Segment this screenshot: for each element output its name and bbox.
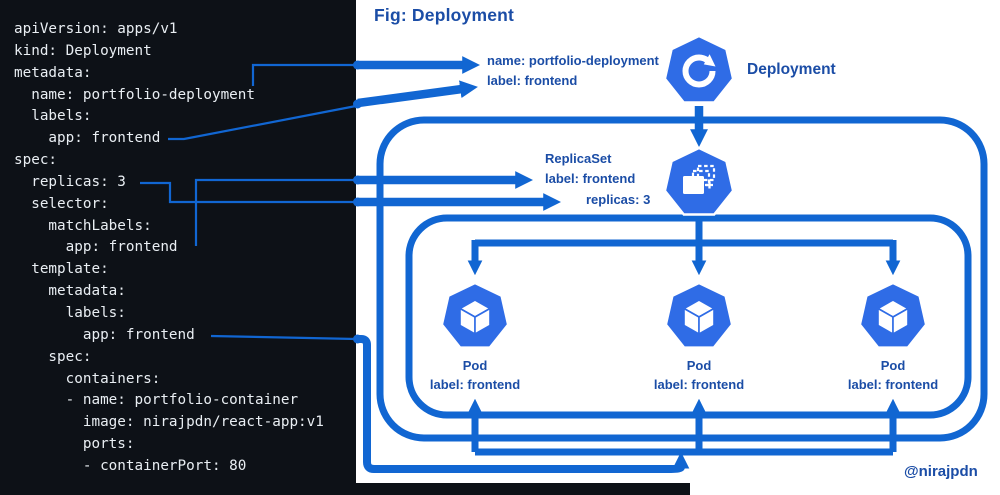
replicaset-icon bbox=[663, 146, 735, 216]
pod-caption: Pod label: frontend bbox=[813, 356, 973, 394]
code-line: apiVersion: apps/v1 bbox=[14, 21, 178, 37]
pod-icon bbox=[440, 281, 510, 349]
code-line: ports: bbox=[14, 436, 135, 453]
code-line: metadata: bbox=[14, 64, 92, 81]
code-line: app: frontend bbox=[14, 326, 195, 343]
yaml-code-panel: apiVersion: apps/v1 kind: Deployment met… bbox=[0, 0, 356, 495]
pod-caption-title: Pod bbox=[462, 358, 488, 373]
replicaset-annotation: ReplicaSet label: frontend bbox=[545, 149, 635, 189]
deployment-icon bbox=[663, 34, 735, 104]
code-line: template: bbox=[14, 261, 109, 278]
code-line: name: portfolio-deployment bbox=[14, 86, 256, 103]
yaml-leader-lines bbox=[140, 63, 357, 341]
code-line: kind: Deployment bbox=[14, 42, 152, 59]
panel-bottom-strip bbox=[356, 483, 690, 495]
pod-icon bbox=[664, 281, 734, 349]
replicaset-boundary-box bbox=[405, 214, 972, 419]
pod-caption-title: Pod bbox=[880, 358, 906, 373]
code-line: matchLabels: bbox=[14, 217, 152, 234]
code-line: spec: bbox=[14, 348, 92, 365]
replicaset-annotation-label: label: frontend bbox=[545, 171, 636, 186]
deployment-annotation-label: label: frontend bbox=[487, 73, 578, 88]
deployment-annotation-name: name: portfolio-deployment bbox=[487, 53, 659, 68]
code-line: image: nirajpdn/react-app:v1 bbox=[14, 414, 324, 431]
code-line: containers: bbox=[14, 370, 161, 387]
deployment-caption: Deployment bbox=[747, 61, 836, 78]
code-line: spec: bbox=[14, 152, 58, 169]
label-selector-bus bbox=[357, 335, 901, 473]
deployment-boundary-box bbox=[376, 116, 988, 442]
pod-icon bbox=[858, 281, 928, 349]
replicaset-to-pods-arrows bbox=[467, 216, 901, 276]
code-line: - containerPort: 80 bbox=[14, 457, 247, 474]
code-line: selector: bbox=[14, 195, 109, 212]
template-label-feedback-line bbox=[357, 335, 690, 473]
code-line: app: frontend bbox=[14, 130, 161, 147]
code-line: replicas: 3 bbox=[14, 173, 126, 190]
replicaset-annotation-title: ReplicaSet bbox=[545, 151, 612, 166]
author-watermark: @nirajpdn bbox=[904, 463, 978, 480]
deployment-annotation: name: portfolio-deployment label: fronte… bbox=[487, 51, 659, 91]
code-line: metadata: bbox=[14, 283, 126, 300]
code-line: labels: bbox=[14, 304, 126, 321]
pod-caption-title: Pod bbox=[686, 358, 712, 373]
code-line: app: frontend bbox=[14, 239, 178, 256]
replicas-caption: replicas: 3 bbox=[586, 192, 651, 207]
pod-caption-label: label: frontend bbox=[847, 377, 939, 392]
figure-title: Fig: Deployment bbox=[374, 5, 515, 25]
annotation-arrows bbox=[357, 56, 562, 211]
pod-caption-label: label: frontend bbox=[653, 377, 745, 392]
pod-caption: Pod label: frontend bbox=[395, 356, 555, 394]
pod-caption-label: label: frontend bbox=[429, 377, 521, 392]
pod-caption: Pod label: frontend bbox=[619, 356, 779, 394]
code-line: labels: bbox=[14, 108, 92, 125]
code-line: - name: portfolio-container bbox=[14, 392, 299, 409]
